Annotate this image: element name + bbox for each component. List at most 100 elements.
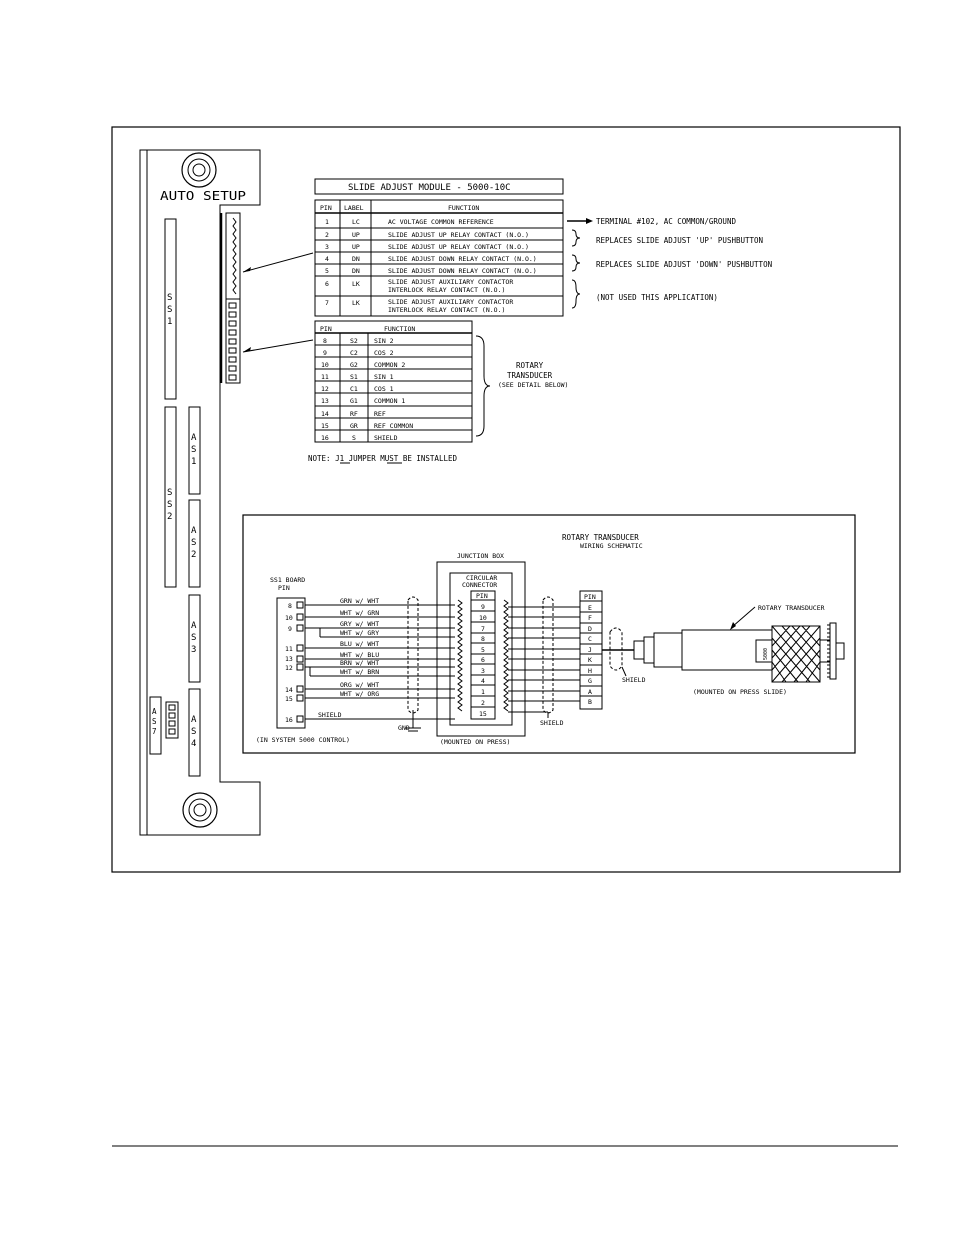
slot-ss1-c3: 1 [167, 317, 172, 327]
circular-label-2: CONNECTOR [462, 581, 497, 589]
wire-9: ORG w/ WHT [340, 681, 379, 689]
slot-ss2-c2: S [167, 500, 172, 510]
slot-ss1-c2: S [167, 305, 172, 315]
tpin-B: B [588, 698, 592, 706]
pointer-pins-arrow [243, 347, 251, 352]
module-row-3-label: UP [352, 243, 360, 251]
pin-row-10-fn: COMMON 2 [374, 361, 405, 369]
cable-shield-right [542, 596, 554, 714]
ss1-pin-11: 11 [285, 645, 293, 653]
board-edge-connector [219, 212, 241, 384]
connector-shield-oval [609, 627, 623, 671]
module-row-6-fn-2: INTERLOCK RELAY CONTACT (N.O.) [388, 286, 505, 294]
cpin-10: 10 [479, 614, 487, 622]
slot-as1 [188, 406, 201, 495]
module-row-4-label: DN [352, 255, 360, 263]
brace-label-2: TRANSDUCER [507, 371, 553, 380]
brace-up [571, 229, 581, 247]
wire-2: WHT w/ GRN [340, 609, 379, 617]
ss1-pin-16: 16 [285, 716, 293, 724]
pin-row-15-pin: 15 [321, 422, 329, 430]
slot-as7 [149, 696, 162, 755]
ss1-pin-12: 12 [285, 664, 293, 672]
pointer-module [242, 252, 314, 273]
slot-as3-c1: A [191, 621, 197, 631]
pin-row-12-fn: COS 1 [374, 385, 394, 393]
transducer-pin-rows [580, 611, 602, 697]
ss1-pin-15: 15 [285, 695, 293, 703]
pin-row-16-pin: 16 [321, 434, 329, 442]
module-row-1-pin: 1 [325, 218, 329, 226]
module-row-5-pin: 5 [325, 267, 329, 275]
caption-control: (IN SYSTEM 5000 CONTROL) [256, 736, 350, 744]
ss1-pin-block [276, 597, 306, 729]
ss1-pin-10: 10 [285, 614, 293, 622]
note-down: REPLACES SLIDE ADJUST 'DOWN' PUSHBUTTON [596, 260, 772, 269]
slot-as4-c2: S [191, 727, 196, 737]
slot-as2-c3: 2 [191, 550, 196, 560]
slot-as7-c3: 7 [152, 727, 157, 736]
cpin-5: 5 [481, 646, 485, 654]
wire-5: BLU w/ WHT [340, 640, 379, 648]
pin-row-9-pin: 9 [323, 349, 327, 357]
slot-as2 [188, 499, 201, 588]
pointer-module-arrow [243, 267, 251, 272]
brace-down [571, 254, 581, 272]
pin-row-10-pin: 10 [321, 361, 329, 369]
connector-pin-column [470, 590, 496, 720]
brace-label-3: (SEE DETAIL BELOW) [498, 381, 568, 389]
tpin-E: E [588, 604, 592, 612]
bottom-knob-icon [182, 792, 218, 828]
slot-as4 [188, 688, 201, 777]
brace-transducer [475, 335, 491, 437]
pin-row-11-pin: 11 [321, 373, 329, 381]
cpin-8: 8 [481, 635, 485, 643]
slot-as3-c2: S [191, 633, 196, 643]
contacts-right [503, 599, 509, 712]
cpin-4: 4 [481, 677, 485, 685]
schematic-title: ROTARY TRANSDUCER [562, 533, 639, 542]
slot-as4-c3: 4 [191, 739, 196, 749]
connector-pin-rows [471, 610, 495, 708]
ss1-board-2: PIN [278, 584, 290, 592]
module-row-7-label: LK [352, 299, 360, 307]
module-row-6-label: LK [352, 280, 360, 288]
module-row-3-pin: 3 [325, 243, 329, 251]
shield-label-right: SHIELD [622, 676, 646, 684]
tpin-H: H [588, 667, 592, 675]
circular-label-1: CIRCULAR [466, 574, 497, 582]
ss1-pin-9: 9 [288, 625, 292, 633]
tpin-A: A [588, 688, 592, 696]
pin-row-8-pin: 8 [323, 337, 327, 345]
figure-frame [111, 126, 901, 873]
cpin-3: 3 [481, 667, 485, 675]
pin-h-pin: PIN [320, 325, 332, 333]
slot-as1-c3: 1 [191, 457, 196, 467]
caption-slide: (MOUNTED ON PRESS SLIDE) [693, 688, 787, 696]
cpin-2: 2 [481, 699, 485, 707]
module-h-pin: PIN [320, 204, 332, 212]
schematic-box [242, 514, 856, 754]
tpin-J: J [588, 646, 592, 654]
ss1-pin-8: 8 [288, 602, 292, 610]
cpin-9: 9 [481, 603, 485, 611]
as7-connector [165, 701, 179, 739]
ss1-pin-14: 14 [285, 686, 293, 694]
ground-icon [405, 710, 421, 732]
pin-row-8-fn: SIN 2 [374, 337, 394, 345]
contacts-left [457, 599, 463, 712]
module-row-7-fn-2: INTERLOCK RELAY CONTACT (N.O.) [388, 306, 505, 314]
module-table-title-box [314, 178, 564, 195]
pointer-pins [242, 339, 314, 353]
ss1-board-1: SS1 BOARD [270, 576, 305, 584]
jumper-note: NOTE: J1 JUMPER MUST BE INSTALLED [308, 454, 457, 463]
ss1-shield-label: SHIELD [318, 711, 342, 719]
cpin-6: 6 [481, 656, 485, 664]
wire-1: GRN w/ WHT [340, 597, 379, 605]
slot-ss1 [164, 218, 177, 400]
transducer-badge: 5000 [763, 648, 769, 660]
connector-pin-header: PIN [476, 592, 488, 600]
slot-as3-c3: 3 [191, 645, 196, 655]
tpin-F: F [588, 614, 592, 622]
pin-row-12-pin: 12 [321, 385, 329, 393]
